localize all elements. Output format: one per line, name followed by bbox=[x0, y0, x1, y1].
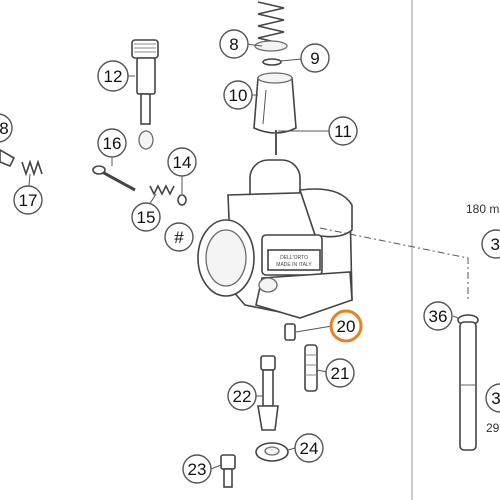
body-stamp-line2: MADE IN ITALY bbox=[276, 262, 312, 268]
callout-17: 17 bbox=[13, 185, 43, 215]
callout-23-label: 23 bbox=[188, 460, 207, 479]
callout-20-label: 20 bbox=[337, 317, 356, 336]
callout-21-label: 21 bbox=[331, 364, 350, 383]
callout-22: 22 bbox=[227, 381, 257, 411]
side-note-top: 180 m bbox=[466, 202, 499, 216]
body-stamp-line1: DELL'ORTO bbox=[280, 255, 308, 261]
side-note-bottom: 29 bbox=[486, 421, 500, 435]
callout-8: 8 bbox=[219, 29, 249, 59]
callout-22-label: 22 bbox=[233, 387, 252, 406]
callout-36: 36 bbox=[423, 301, 453, 331]
washer-part bbox=[262, 58, 282, 66]
callout-left-partial: 8 bbox=[0, 113, 13, 143]
callout-left-partial-label: 8 bbox=[0, 119, 9, 138]
spring-17-part bbox=[21, 159, 43, 177]
callout-20-ring bbox=[329, 309, 363, 343]
main-jet-part bbox=[220, 454, 236, 488]
callout-24: 24 bbox=[294, 433, 324, 463]
idle-screw-part bbox=[131, 39, 159, 150]
callout-11: 11 bbox=[328, 116, 358, 146]
callout-24-label: 24 bbox=[300, 439, 319, 458]
callout-11-label: 11 bbox=[334, 122, 352, 141]
starter-jet-part bbox=[304, 344, 318, 392]
leader-lines bbox=[28, 43, 459, 470]
callout-9: 9 bbox=[300, 43, 330, 73]
callout-hash: # bbox=[164, 222, 194, 252]
carburetor-body: DELL'ORTO MADE IN ITALY bbox=[197, 159, 353, 319]
gasket-part bbox=[255, 442, 289, 462]
callout-10-label: 10 bbox=[229, 86, 248, 105]
callout-12: 12 bbox=[97, 60, 129, 92]
callout-16: 16 bbox=[97, 128, 127, 158]
callout-right-partial: 3 bbox=[485, 383, 500, 413]
callout-14: 14 bbox=[167, 147, 197, 177]
callout-12-label: 12 bbox=[104, 67, 123, 86]
hose-route-line bbox=[319, 227, 469, 300]
callout-21: 21 bbox=[325, 358, 355, 388]
o-ring-part bbox=[177, 194, 187, 206]
callout-34-label: 34 bbox=[491, 235, 500, 254]
drain-tube-part bbox=[457, 314, 479, 451]
callout-10: 10 bbox=[223, 80, 253, 110]
jet-holder-part bbox=[257, 355, 279, 431]
spring-part bbox=[254, 1, 288, 52]
callout-hash-label: # bbox=[174, 228, 184, 247]
callout-23: 23 bbox=[182, 454, 212, 484]
callout-17-label: 17 bbox=[19, 191, 38, 210]
jet-fragment-part bbox=[0, 149, 16, 168]
callout-36-label: 36 bbox=[429, 307, 448, 326]
callout-14-label: 14 bbox=[173, 153, 192, 172]
small-spring-part bbox=[149, 184, 175, 196]
callout-right-partial-label: 3 bbox=[491, 389, 500, 408]
callout-9-label: 9 bbox=[310, 49, 319, 68]
callout-15-label: 15 bbox=[137, 208, 156, 227]
callout-15: 15 bbox=[131, 202, 161, 232]
throttle-valve-part bbox=[253, 72, 297, 134]
idle-jet-part bbox=[284, 323, 296, 341]
callout-8-label: 8 bbox=[229, 35, 238, 54]
callout-16-label: 16 bbox=[103, 134, 122, 153]
mixture-screw-part bbox=[92, 165, 136, 192]
callout-20: 20 bbox=[329, 309, 363, 343]
callout-34: 34 bbox=[481, 229, 500, 259]
